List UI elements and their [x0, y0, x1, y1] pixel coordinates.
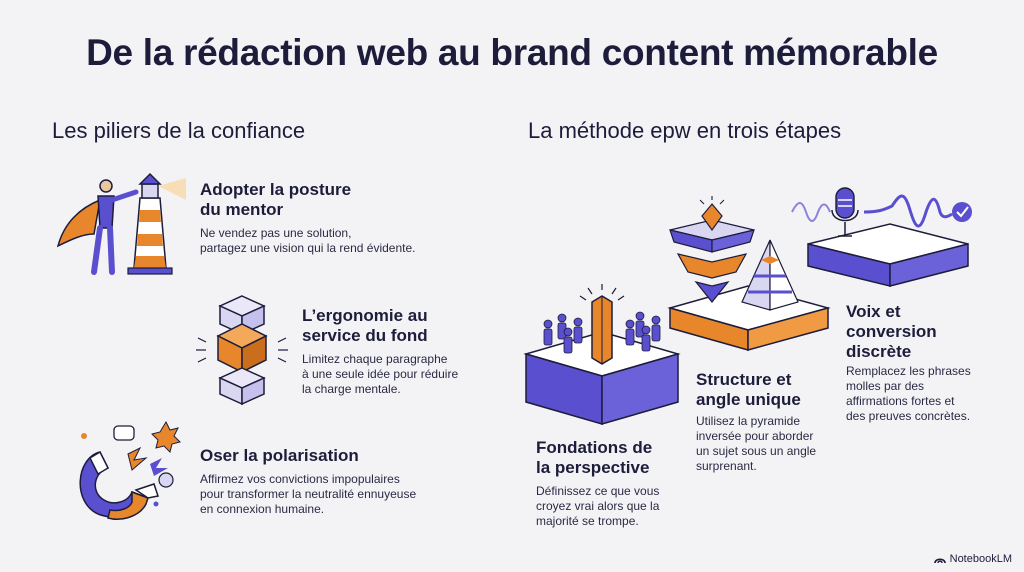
- left-section-heading: Les piliers de la confiance: [52, 118, 306, 143]
- brand-watermark: NotebookLM: [933, 553, 1012, 565]
- structure-desc-line2: inversée pour aborder: [696, 429, 814, 443]
- mentor-title-line2: du mentor: [200, 200, 284, 219]
- polarisation-desc-line1: Affirmez vos convictions impopulaires: [200, 472, 400, 486]
- ergonomie-desc-line2: à une seule idée pour réduire: [302, 367, 459, 381]
- fondations-desc-line2: croyez vrai alors que la: [536, 499, 660, 513]
- voix-title-line2: conversion: [846, 322, 937, 341]
- right-section-heading: La méthode epw en trois étapes: [528, 118, 842, 143]
- polarisation-desc-line3: en connexion humaine.: [200, 502, 325, 516]
- polarisation-title: Oser la polarisation: [200, 446, 359, 465]
- fondations-title-line1: Fondations de: [536, 438, 653, 457]
- lighthouse-mentor-icon: [56, 172, 186, 275]
- structure-title-line1: Structure et: [696, 370, 792, 389]
- magnet-icon: [79, 420, 181, 520]
- fondations-desc-line3: majorité se trompe.: [536, 514, 639, 528]
- polarisation-desc-line2: pour transformer la neutralité ennuyeuse: [200, 487, 417, 501]
- brand-label: NotebookLM: [949, 553, 1012, 565]
- fondations-title-line2: la perspective: [536, 458, 650, 477]
- ergonomie-desc-line3: la charge mentale.: [302, 382, 401, 396]
- stacked-blocks-icon: [196, 295, 288, 406]
- structure-desc-line4: surprenant.: [696, 459, 757, 473]
- structure-desc-line3: un sujet sous un angle: [696, 444, 817, 458]
- page-title: De la rédaction web au brand content mém…: [86, 32, 938, 73]
- mentor-title-line1: Adopter la posture: [200, 180, 352, 199]
- voix-desc-line1: Remplacez les phrases: [846, 364, 971, 378]
- mentor-desc-line1: Ne vendez pas une solution,: [200, 226, 352, 240]
- fondations-desc-line1: Définissez ce que vous: [536, 484, 660, 498]
- crowd-platform-icon: [523, 284, 681, 425]
- microphone-platform-icon: [791, 187, 972, 287]
- voix-title-line3: discrète: [846, 342, 912, 361]
- pyramid-platform-icon: [667, 196, 831, 351]
- ergonomie-title-line2: service du fond: [302, 326, 428, 345]
- ergonomie-title-line1: L’ergonomie au: [302, 306, 428, 325]
- ergonomie-desc-line1: Limitez chaque paragraphe: [302, 352, 448, 366]
- voix-desc-line4: des preuves concrètes.: [846, 409, 971, 423]
- voix-desc-line3: affirmations fortes et: [846, 394, 955, 408]
- structure-title-line2: angle unique: [696, 390, 801, 409]
- mentor-desc-line2: partagez une vision qui la rend évidente…: [200, 241, 416, 255]
- structure-desc-line1: Utilisez la pyramide: [696, 414, 801, 428]
- voix-desc-line2: molles par des: [846, 379, 925, 393]
- notebooklm-logo-icon: [933, 557, 946, 563]
- voix-title-line1: Voix et: [846, 302, 901, 321]
